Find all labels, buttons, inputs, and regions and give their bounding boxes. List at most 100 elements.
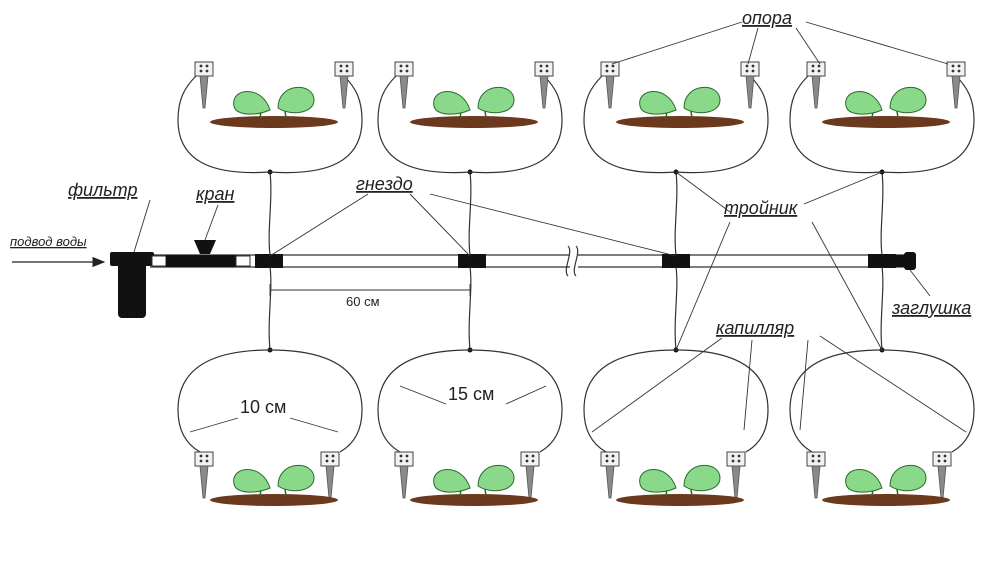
soil	[210, 116, 338, 128]
support-spike	[199, 465, 209, 499]
support-clip	[806, 451, 826, 467]
capillary-tube-up	[268, 171, 272, 256]
support-spike	[399, 75, 409, 109]
leaf	[683, 464, 721, 492]
capillary-loop	[583, 75, 677, 174]
support-hole	[611, 459, 615, 463]
support-hole	[611, 454, 615, 458]
support-hole	[405, 64, 409, 68]
support-hole	[751, 64, 755, 68]
support-clip	[320, 451, 340, 467]
pipe-break-mark	[565, 245, 579, 277]
support-hole	[751, 69, 755, 73]
support-clip	[534, 61, 554, 77]
support-spike	[811, 75, 821, 109]
plant-top-1	[210, 86, 338, 128]
leaf	[889, 86, 927, 114]
filter-leader	[133, 199, 151, 253]
capillary-loop	[789, 349, 883, 453]
socket-leaders	[269, 193, 677, 257]
soil	[822, 116, 950, 128]
loop-height-10-leaders	[189, 417, 339, 433]
valve-label: кран	[196, 184, 235, 204]
plug-leader	[909, 269, 931, 297]
support-hole	[545, 69, 549, 73]
support-spike	[605, 465, 615, 499]
capillary-label: капилляр	[716, 318, 794, 338]
support-clip	[600, 451, 620, 467]
leaf	[233, 469, 271, 493]
support-stake	[194, 61, 214, 109]
loop-height-15-label: 15 см	[448, 384, 494, 404]
capillary-loop	[583, 349, 677, 453]
loop-height-10-label: 10 см	[240, 397, 286, 417]
support-stake	[520, 451, 540, 499]
capillary-tube-up	[468, 171, 472, 256]
leaf	[639, 91, 677, 115]
plant-bottom-3	[616, 464, 744, 506]
support-hole	[325, 454, 329, 458]
support-spike	[339, 75, 349, 109]
water-supply-label: подвод воды	[10, 234, 87, 249]
support-leaders	[611, 21, 949, 65]
support-hole	[943, 454, 947, 458]
support-stake	[194, 451, 214, 499]
capillary-loop	[469, 75, 563, 174]
capillary-tube-up	[674, 171, 678, 256]
support-stake	[932, 451, 952, 499]
support-hole	[611, 69, 615, 73]
support-stake	[946, 61, 966, 109]
loop-height-15-leaders	[399, 385, 547, 405]
capillary-tube-down	[674, 266, 678, 351]
support-hole	[531, 459, 535, 463]
support-hole	[937, 454, 941, 458]
support-hole	[345, 64, 349, 68]
leaf	[477, 86, 515, 114]
support-hole	[957, 64, 961, 68]
plant-bottom-1	[210, 464, 338, 506]
support-hole	[405, 69, 409, 73]
filter	[110, 252, 167, 318]
support-hole	[811, 69, 815, 73]
capillary-loop	[789, 75, 883, 174]
support-spike	[525, 465, 535, 499]
support-clip	[520, 451, 540, 467]
support-hole	[205, 64, 209, 68]
leaf	[433, 469, 471, 493]
support-hole	[199, 69, 203, 73]
support-hole	[199, 459, 203, 463]
capillary-tube-down	[268, 266, 272, 351]
support-hole	[339, 64, 343, 68]
support-hole	[399, 64, 403, 68]
support-clip	[194, 451, 214, 467]
support-spike	[937, 465, 947, 499]
capillary-loop	[269, 75, 363, 174]
capillary-loop	[881, 75, 975, 174]
capillary-tube-down	[468, 266, 472, 351]
support-hole	[605, 454, 609, 458]
leaf	[889, 464, 927, 492]
leaf	[477, 464, 515, 492]
capillary-tube-up	[880, 171, 884, 256]
support-hole	[731, 459, 735, 463]
support-stake	[334, 61, 354, 109]
support-spike	[811, 465, 821, 499]
support-clip	[194, 61, 214, 77]
support-hole	[545, 64, 549, 68]
support-hole	[345, 69, 349, 73]
support-spike	[605, 75, 615, 109]
capillary-loop	[377, 75, 471, 174]
support-hole	[539, 69, 543, 73]
capillary-loop	[881, 349, 975, 453]
socket-4	[868, 254, 896, 268]
support-hole	[745, 69, 749, 73]
leaf	[433, 91, 471, 115]
plant-top-2	[410, 86, 538, 128]
support-stake	[600, 451, 620, 499]
support-hole	[951, 69, 955, 73]
support-stake	[806, 451, 826, 499]
support-spike	[745, 75, 755, 109]
capillary-loop	[377, 349, 471, 453]
support-spike	[199, 75, 209, 109]
support-hole	[199, 64, 203, 68]
